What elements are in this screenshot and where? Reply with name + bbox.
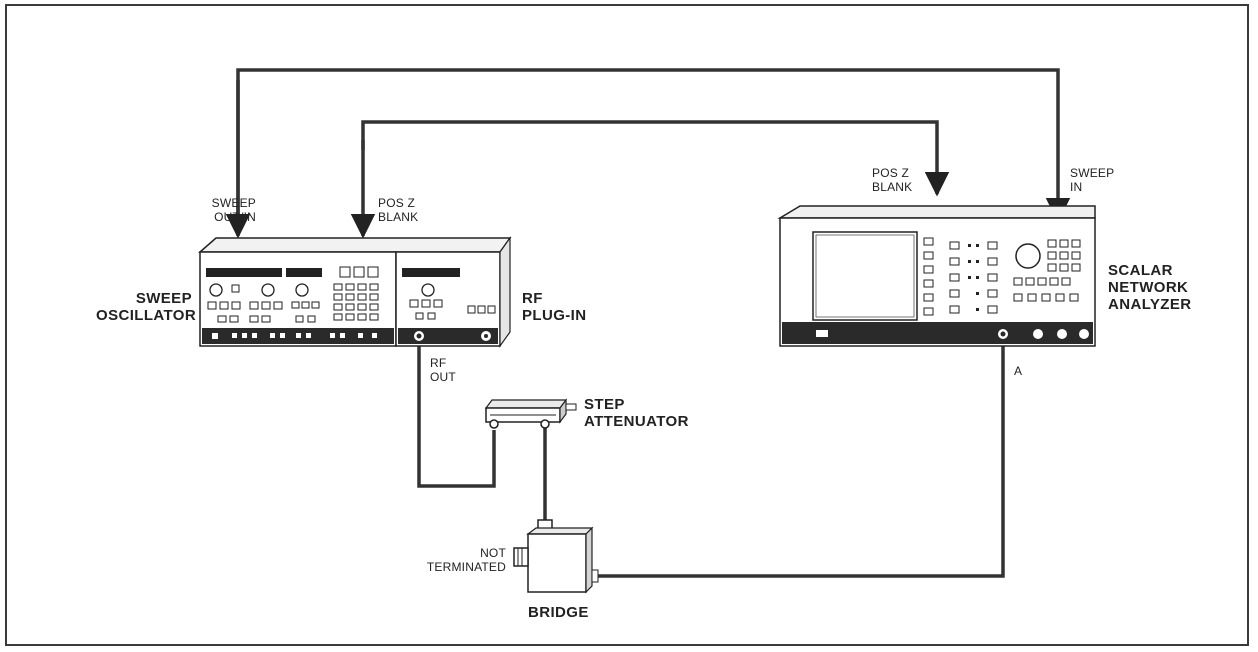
sweep-out-in-label: SWEEP OUT/IN [211, 196, 256, 224]
pos-z-blank-analyzer-label: POS Z BLANK [872, 166, 913, 194]
not-terminated-label: NOT TERMINATED [426, 546, 506, 574]
diagram-frame [5, 4, 1249, 646]
scalar-network-analyzer-instrument [777, 205, 1096, 347]
bridge-label: BRIDGE [528, 604, 589, 621]
sweep-oscillator-label: SWEEP OSCILLATOR [96, 290, 197, 324]
sweep-in-label: SWEEP IN [1070, 166, 1115, 194]
rf-plug-in-instrument [395, 236, 511, 348]
scalar-network-analyzer-label: SCALAR NETWORK ANALYZER [1108, 262, 1192, 313]
rf-plug-in-label: RF PLUG-IN [522, 290, 587, 324]
bridge-device [513, 519, 599, 594]
pos-z-blank-oscillator-label: POS Z BLANK [378, 196, 419, 224]
bridge-analyzer-cable [590, 336, 1005, 578]
sweep-cable [225, 68, 1071, 239]
port-a-label: A [1014, 364, 1023, 378]
rf-out-label: RF OUT [430, 356, 456, 384]
pos-z-blank-cable [350, 120, 950, 239]
step-attenuator-device [484, 398, 577, 429]
step-attenuator-label: STEP ATTENUATOR [584, 396, 689, 430]
rf-out-cable [417, 340, 496, 488]
